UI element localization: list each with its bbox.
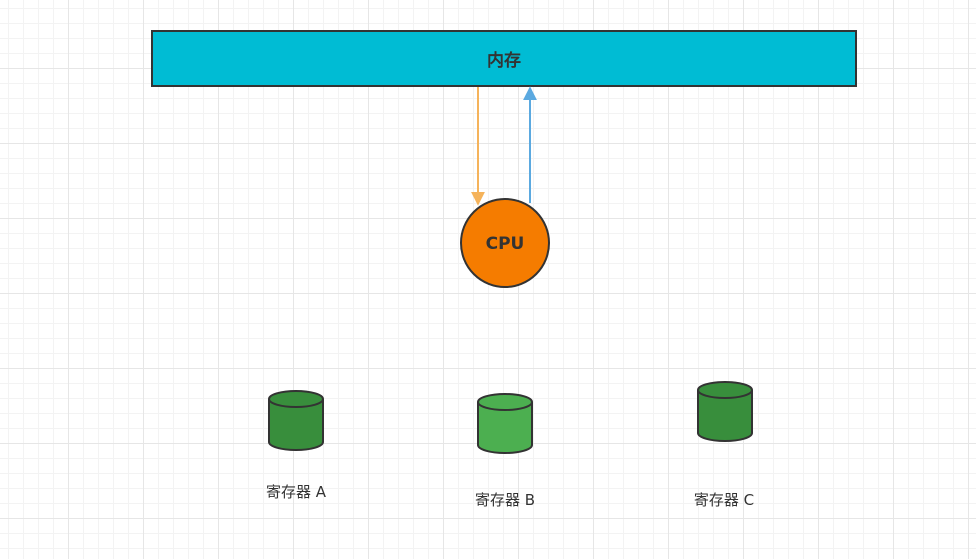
memory-rect [151,30,857,87]
cpu-node[interactable]: CPU [460,198,550,288]
register-a-node[interactable]: 寄存器 A [266,390,327,501]
register-a-cylinder-body [268,399,324,451]
register-b-cylinder-top [477,393,533,411]
cpu-circle [460,198,550,288]
register-b-node[interactable]: 寄存器 B [475,393,535,509]
memory-node[interactable]: 内存 [151,30,857,87]
register-c-cylinder-body [697,390,753,442]
register-a-cylinder-top [268,390,324,408]
register-b-cylinder-body [477,402,533,454]
memory-label: 内存 [487,50,521,71]
register-c-label: 寄存器 C [694,491,754,509]
register-a-label: 寄存器 A [266,483,327,501]
register-b-label: 寄存器 B [475,491,535,509]
register-c-cylinder-top [697,381,753,399]
cpu-label: CPU [486,234,525,254]
register-c-node[interactable]: 寄存器 C [694,381,754,509]
